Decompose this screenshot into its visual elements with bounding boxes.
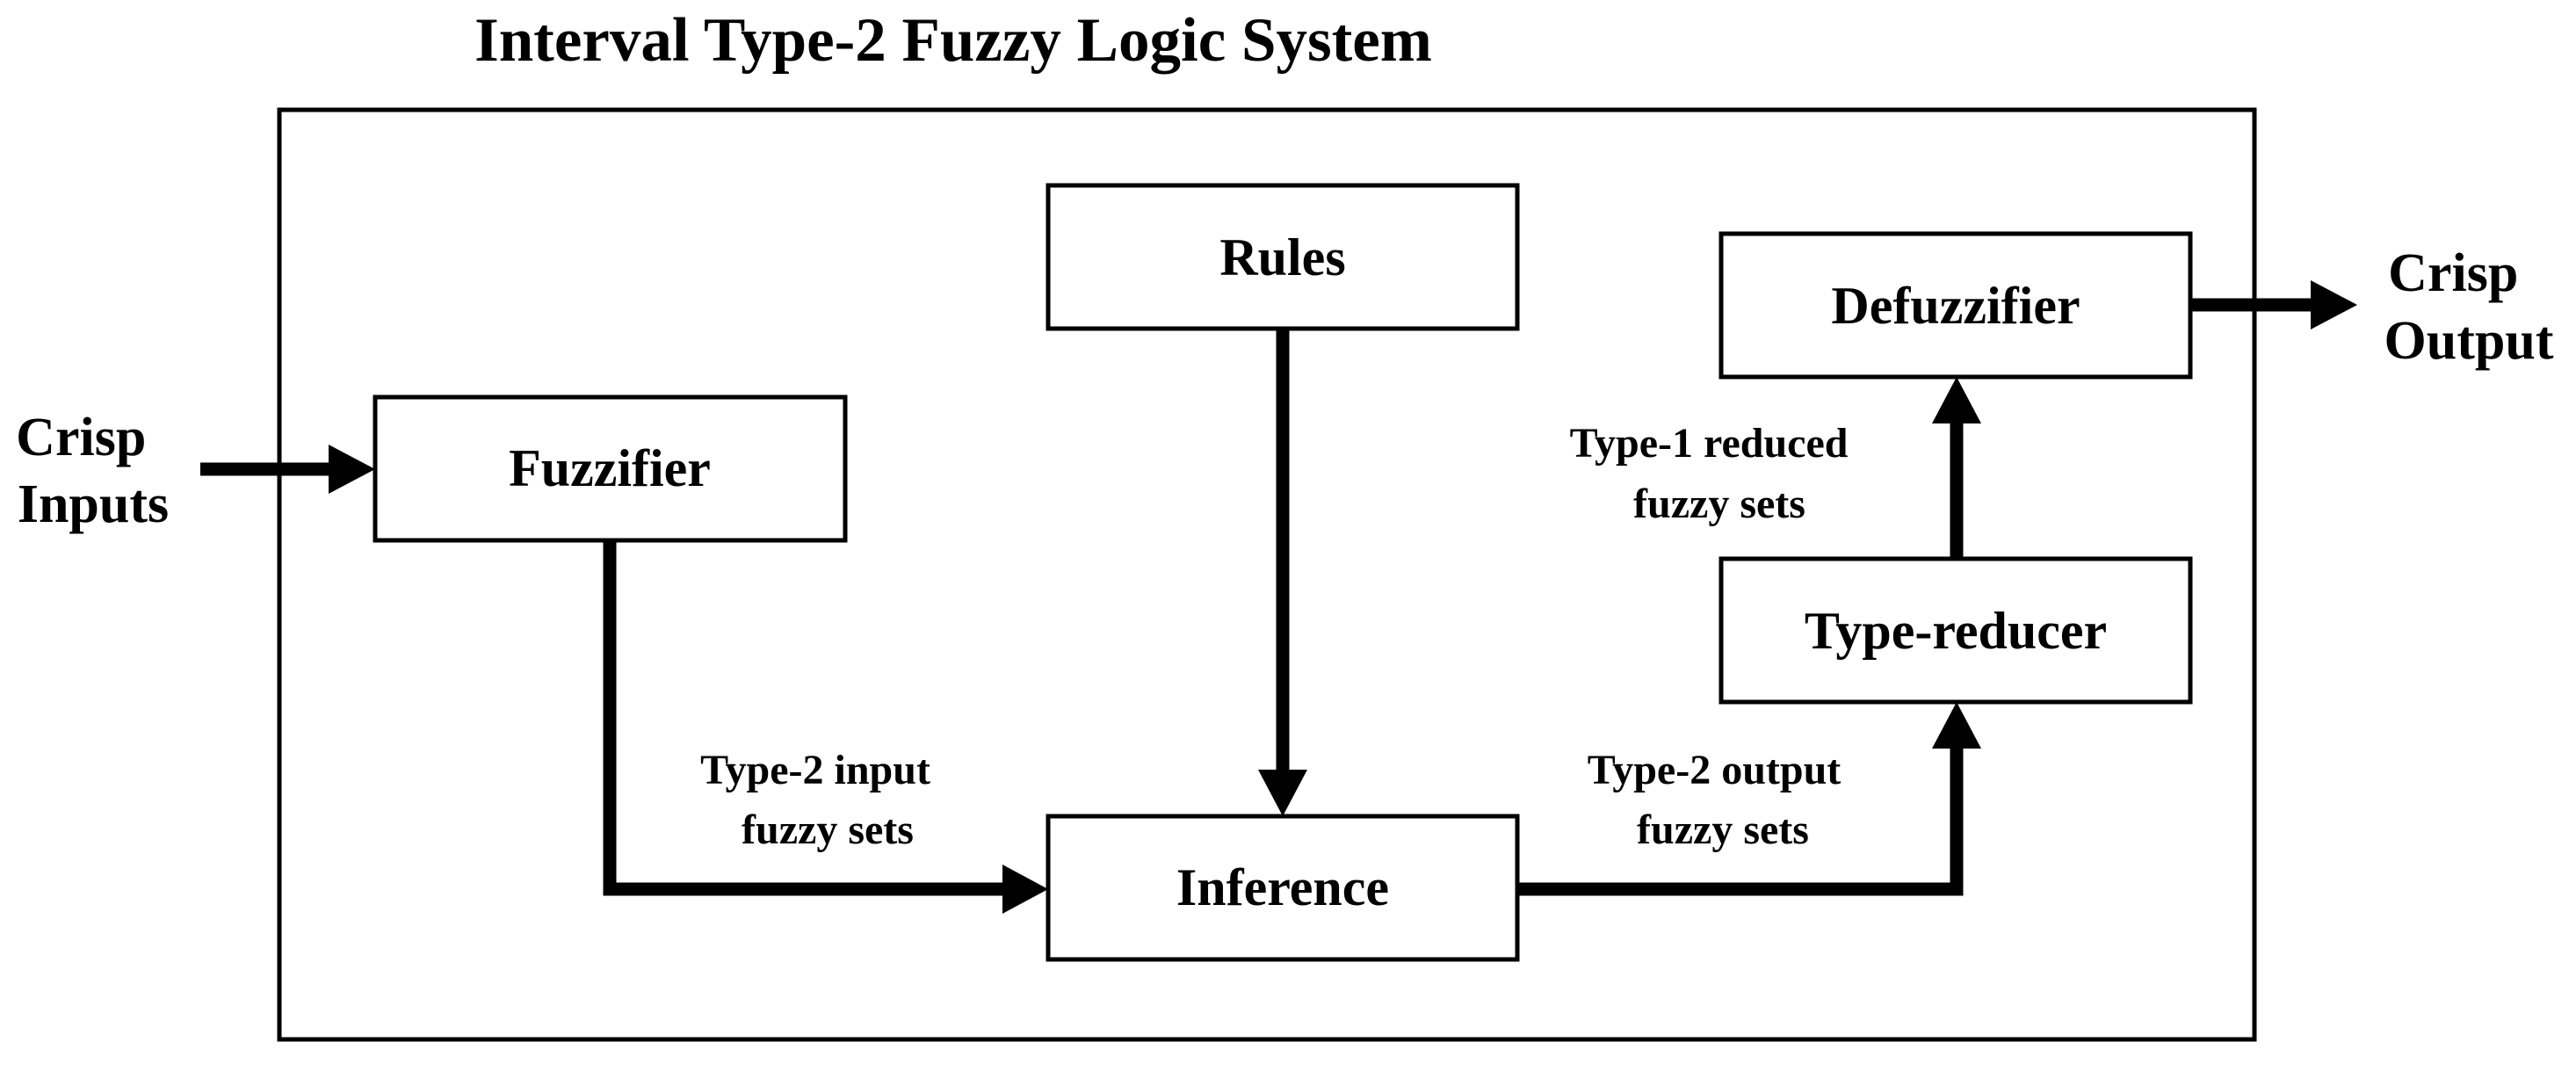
- fuzzifier-to-inference-connector: [603, 540, 1002, 896]
- type1-reduced-sets-label: Type-1 reduced fuzzy sets: [1570, 420, 1859, 527]
- type2-output-sets-line2: fuzzy sets: [1637, 807, 1809, 853]
- diagram-title: Interval Type-2 Fuzzy Logic System: [474, 6, 1432, 75]
- reducer-to-defuzzifier-arrow-head: [1932, 377, 1981, 423]
- type-reducer-label: Type-reducer: [1805, 602, 2107, 660]
- block-inference: Inference: [1046, 814, 1520, 962]
- defuzzifier-box: [1719, 231, 2193, 380]
- type1-reduced-sets-line2: fuzzy sets: [1633, 481, 1805, 527]
- rules-to-inference-arrow-head: [1258, 770, 1307, 816]
- rules-label: Rules: [1219, 228, 1345, 286]
- type2-input-sets-label: Type-2 input fuzzy sets: [700, 747, 941, 853]
- crisp-inputs-line1: Crisp: [16, 408, 146, 467]
- block-fuzzifier: Fuzzifier: [373, 394, 848, 543]
- output-arrow-head: [2311, 280, 2357, 329]
- type2-input-sets-line2: fuzzy sets: [742, 807, 914, 853]
- fuzzifier-label: Fuzzifier: [509, 439, 711, 497]
- rules-box: [1046, 183, 1520, 331]
- type2-output-sets-label: Type-2 output fuzzy sets: [1588, 747, 1852, 853]
- system-boundary: [277, 107, 2257, 1042]
- defuzzifier-label: Defuzzifier: [1831, 277, 2080, 335]
- crisp-inputs-line2: Inputs: [18, 474, 169, 534]
- inference-to-reducer-connector: [1516, 749, 1964, 896]
- crisp-output-line1: Crisp: [2388, 243, 2518, 303]
- type2-output-sets-line1: Type-2 output: [1588, 747, 1842, 793]
- type-reducer-box: [1719, 556, 2193, 705]
- inference-box: [1046, 814, 1520, 962]
- fuzzifier-to-inference-arrow-head: [1002, 865, 1048, 914]
- type1-reduced-sets-line1: Type-1 reduced: [1570, 420, 1849, 467]
- crisp-output-line2: Output: [2384, 311, 2554, 371]
- crisp-output-label: Crisp Output: [2384, 243, 2554, 371]
- inference-to-reducer-arrow-head: [1932, 702, 1981, 749]
- connectors: [200, 280, 2357, 914]
- fuzzifier-box: [373, 394, 848, 543]
- inference-label: Inference: [1176, 858, 1389, 916]
- block-type-reducer: Type-reducer: [1719, 556, 2193, 705]
- block-defuzzifier: Defuzzifier: [1719, 231, 2193, 380]
- crisp-inputs-label: Crisp Inputs: [16, 408, 169, 534]
- block-rules: Rules: [1046, 183, 1520, 331]
- input-arrow-head: [329, 445, 375, 494]
- type2-input-sets-line1: Type-2 input: [700, 747, 930, 793]
